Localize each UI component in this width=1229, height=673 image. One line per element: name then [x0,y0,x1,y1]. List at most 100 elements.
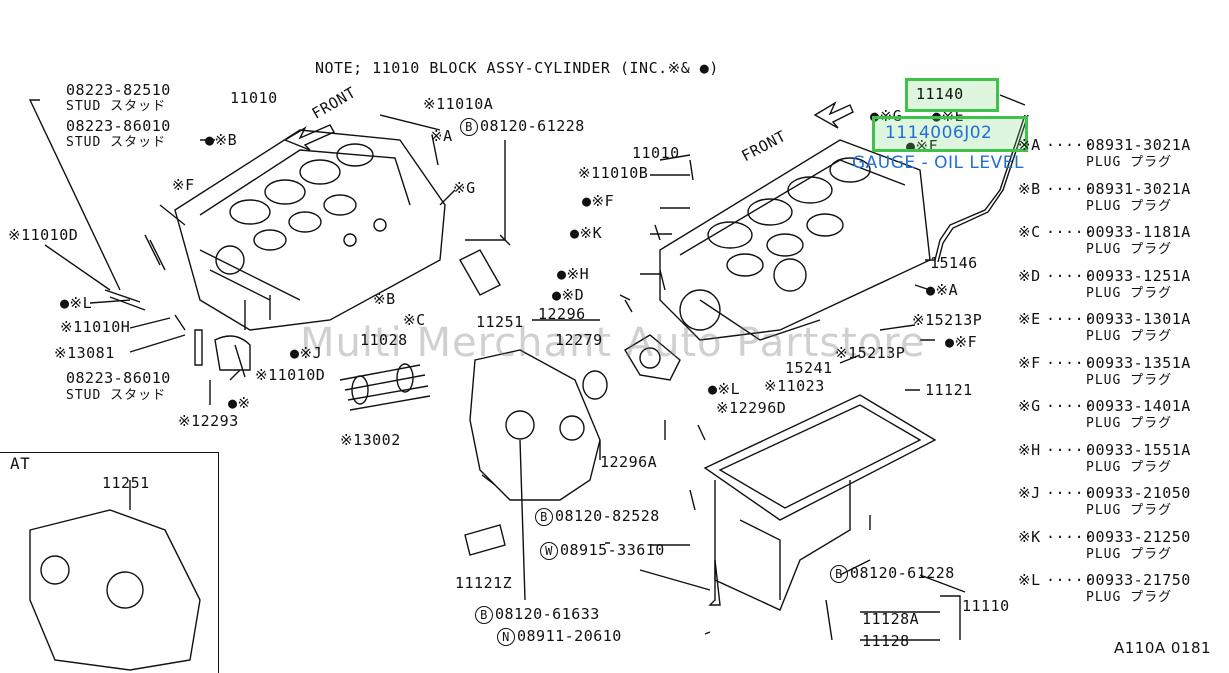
highlight-11140[interactable]: 11140 [905,78,999,112]
legend-dots: ····· [1046,310,1094,328]
part-k-center: ●※K [570,224,603,242]
washer-circle-w: W [540,542,558,560]
legend-key: ※F [1018,353,1041,372]
part-stud1-name: STUD スタッド [66,99,167,114]
bolt-circle-b: B [460,118,478,136]
legend-part-name: PLUG プラグ [1086,329,1173,344]
bolt-circle-b: B [535,508,553,526]
legend-key: ※J [1018,484,1041,502]
legend-key: ※L [1018,571,1041,589]
at-variant-box [0,452,219,673]
part-11010d[interactable]: ※11010D [8,226,79,244]
part-12293[interactable]: ※12293 [178,412,239,430]
part-f-left: ※F [172,176,195,194]
part-11010d-2[interactable]: ※11010D [255,366,326,384]
part-11121z[interactable]: 11121Z [455,574,513,592]
legend-part-number[interactable]: 00933-1401A [1086,397,1191,415]
at-label: AT [10,454,31,473]
legend-part-name: PLUG プラグ [1086,416,1173,431]
legend-part-name: PLUG プラグ [1086,285,1173,301]
legend-part-name: PLUG プラグ [1086,198,1173,214]
legend-dots: ····· [1046,440,1094,459]
legend-part-number[interactable]: 00933-1551A [1086,440,1191,459]
part-11128a[interactable]: 11128A [862,610,920,628]
part-11010h[interactable]: ※11010H [60,318,131,336]
legend-part-number[interactable]: 08931-3021A [1086,179,1191,198]
right-cylinder-block-drawing [659,139,931,341]
legend-part-number[interactable]: 08931-3021A [1086,136,1191,154]
part-stud1-number[interactable]: 08223-82510 [66,81,171,99]
legend-part-number[interactable]: 00933-1301A [1086,310,1191,328]
legend-part-name: PLUG プラグ [1086,155,1173,170]
legend-key: ※D [1018,266,1041,285]
nut-circle-n: N [497,628,515,646]
legend-key: ※H [1018,440,1041,459]
legend-part-number[interactable]: 00933-21750 [1086,571,1191,589]
part-11028[interactable]: 11028 [360,331,408,349]
legend-part-number[interactable]: 00933-21250 [1086,527,1191,546]
part-stud3-number[interactable]: 08223-86010 [66,369,171,387]
part-12279[interactable]: 12279 [555,331,603,349]
legend-dots: ····· [1046,353,1094,372]
part-11128[interactable]: 11128 [862,632,910,650]
legend-dots: ····· [1046,266,1094,285]
bolt-circle-b: B [830,565,848,583]
bolt-number: 08120-61228 [850,564,955,582]
part-l-left: ●※L [60,294,93,312]
part-12296a[interactable]: 12296A [600,453,658,471]
legend-dots: ····· [1046,223,1094,241]
bolt-circle-b: B [475,606,493,624]
part-11251[interactable]: 11251 [476,313,524,331]
part-stud2-number[interactable]: 08223-86010 [66,117,171,135]
part-13081[interactable]: ※13081 [54,344,115,362]
part-11023[interactable]: ※11023 [764,377,825,395]
part-15213p-lower[interactable]: ※15213P [835,344,906,362]
part-11010a[interactable]: ※11010A [423,95,494,113]
part-dot-left: ●※ [228,394,251,412]
part-g-left: ※G [453,179,476,197]
part-number-link[interactable]: 1114006J02 [885,123,993,143]
part-c-left: ※C [403,311,426,329]
legend-part-number[interactable]: 00933-1351A [1086,353,1191,372]
part-11010-left[interactable]: 11010 [230,89,278,107]
part-13002[interactable]: ※13002 [340,431,401,449]
part-f-center: ●※F [582,192,615,210]
part-15146[interactable]: 15146 [930,254,978,272]
highlight-1114006j02[interactable]: 1114006J02 [872,116,1028,152]
part-a-left: ※A [430,127,453,145]
legend-dots: ····· [1046,397,1094,415]
part-15241[interactable]: 15241 [785,359,833,377]
part-11010-right[interactable]: 11010 [632,144,680,162]
part-11110[interactable]: 11110 [962,597,1010,615]
part-11121[interactable]: 11121 [925,381,973,399]
washer-number: 08915-33610 [560,541,665,559]
legend-part-name: PLUG プラグ [1086,546,1173,562]
legend-key: ※C [1018,223,1041,241]
bolt-number: 08120-61228 [480,117,585,135]
part-b2-left: ※B [373,290,396,308]
legend-key: ※A [1018,136,1041,154]
part-11010b[interactable]: ※11010B [578,164,649,182]
part-12296[interactable]: 12296 [538,305,586,323]
legend-dots: ····· [1046,571,1094,589]
legend-part-name: PLUG プラグ [1086,242,1173,257]
legend-key: ※G [1018,397,1041,415]
legend-key: ※E [1018,310,1041,328]
legend-part-number[interactable]: 00933-1251A [1086,266,1191,285]
legend-dots: ····· [1046,179,1094,198]
legend-part-number[interactable]: 00933-1181A [1086,223,1191,241]
legend-dots: ····· [1046,484,1094,502]
part-12296d[interactable]: ※12296D [716,399,787,417]
nut-number: 08911-20610 [517,627,622,645]
legend-part-number[interactable]: 00933-21050 [1086,484,1191,502]
watermark: Multi Merchant Auto Partstore [300,320,926,366]
part-b-left: ●※B [205,131,238,149]
part-15213p-upper[interactable]: ※15213P [912,311,983,329]
